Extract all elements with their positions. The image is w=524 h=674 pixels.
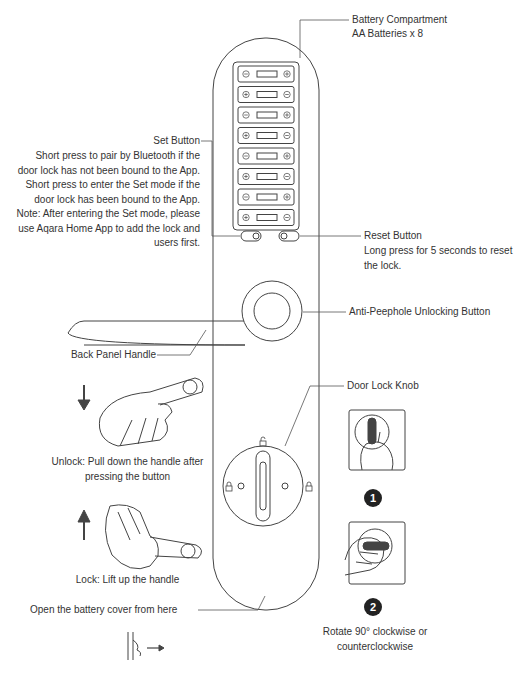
step-number: 1: [364, 489, 382, 507]
callout-label: Lock: Lift up the handle: [40, 573, 215, 588]
knob-slot: [260, 462, 266, 510]
knob-grip: [256, 451, 270, 521]
callout-number: 2: [370, 601, 376, 613]
callout-label: Unlock: Pull down the handle after press…: [40, 455, 215, 484]
lock-body: [213, 38, 319, 610]
anti-peephole-button: [254, 293, 290, 329]
knob-screw: [282, 483, 288, 489]
callout-label: Door Lock Knob: [347, 379, 497, 394]
callout-label: Rotate 90° clockwise or counterclockwise: [300, 625, 450, 654]
callout-label: Battery Compartment: [352, 13, 512, 28]
callout-label: Short press to enter the Set mode if the…: [14, 178, 200, 207]
lock-figure: [78, 505, 202, 569]
door-lock-knob: [223, 446, 303, 526]
unlock-figure: [78, 378, 203, 446]
knob-figure-2: [345, 522, 405, 584]
knob-screw: [238, 483, 244, 489]
reset-button: [279, 231, 299, 241]
set-button: [241, 231, 261, 241]
callout-label: Anti-Peephole Unlocking Button: [349, 305, 521, 320]
callout-label: Back Panel Handle: [20, 348, 156, 363]
callout-label: Long press for 5 seconds to reset the lo…: [364, 244, 516, 273]
callout-label: AA Batteries x 8: [352, 27, 512, 42]
step-number: 2: [364, 598, 382, 616]
battery-compartment: [233, 62, 299, 230]
callout-label: Set Button: [60, 134, 200, 149]
reset-button-dot: [281, 233, 287, 239]
back-panel-handle: [68, 321, 250, 345]
knob-figure-1: [349, 410, 405, 470]
callout-label: Short press to pair by Bluetooth if the …: [14, 149, 200, 178]
leader-lines: [157, 20, 361, 610]
handle-rose: [242, 281, 302, 341]
callout-label: Reset Button: [364, 229, 514, 244]
callout-label: Open the battery cover from here: [30, 603, 196, 618]
lock-icons: [226, 437, 312, 491]
callout-number: 1: [370, 492, 376, 504]
battery-rows: [238, 66, 294, 226]
callout-label: Note: After entering the Set mode, pleas…: [14, 207, 200, 251]
set-button-dot: [253, 233, 259, 239]
battery-cover-icon: [128, 632, 164, 660]
